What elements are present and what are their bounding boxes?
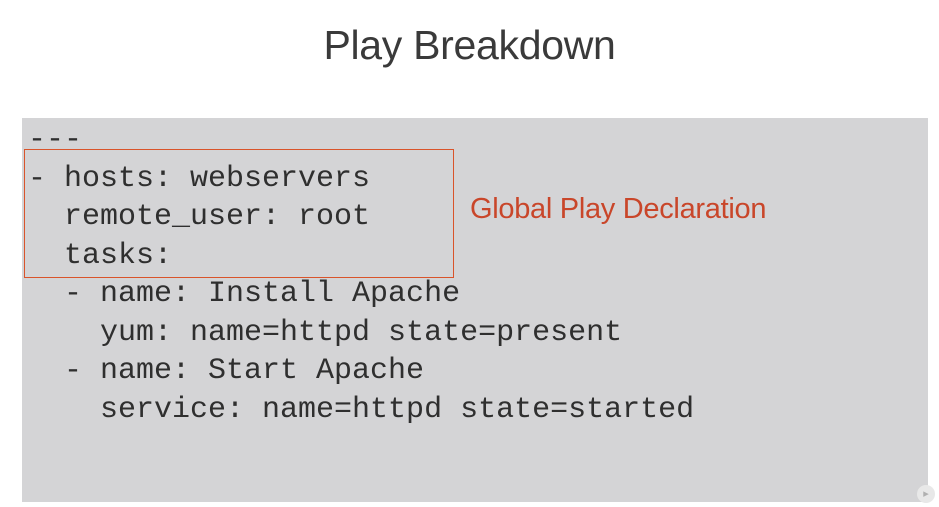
code-panel (22, 118, 928, 502)
global-play-annotation: Global Play Declaration (470, 193, 767, 225)
code-line: - hosts: webservers (28, 161, 371, 196)
code-line: - name: Install Apache (28, 277, 461, 311)
code-line: tasks: (28, 238, 173, 273)
yaml-code-block: --- - hosts: webservers remote_user: root… (28, 121, 694, 429)
slide-title: Play Breakdown (323, 22, 616, 68)
code-line: remote_user: root (28, 200, 371, 234)
code-line: yum: name=httpd state=present (28, 315, 623, 350)
global-play-highlight-box (24, 149, 454, 278)
code-line: --- (28, 123, 83, 157)
code-line: - name: Start Apache (28, 354, 425, 388)
watermark-icon: ▸ (917, 485, 935, 503)
code-line: service: name=httpd state=started (28, 392, 695, 427)
